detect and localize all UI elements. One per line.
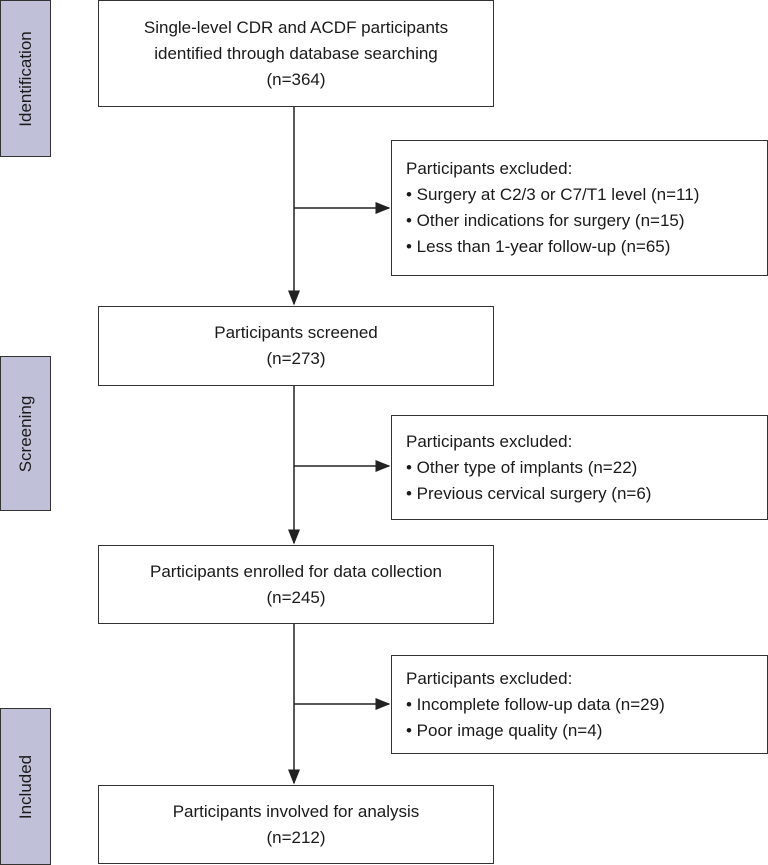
stage-screening: Screening <box>0 356 51 511</box>
stage-label: Identification <box>15 30 35 127</box>
screened-box: Participants screened (n=273) <box>98 306 494 386</box>
stage-label: Included <box>15 754 35 819</box>
box-line: identified through database searching <box>154 43 438 63</box>
exclusion-item: • Less than 1-year follow-up (n=65) <box>406 237 671 256</box>
exclusion-item: • Other indications for surgery (n=15) <box>406 211 685 230</box>
analysis-box: Participants involved for analysis (n=21… <box>98 785 494 864</box>
exclusion-box-3: Participants excluded: • Incomplete foll… <box>391 655 768 754</box>
exclusion-title: Participants excluded: <box>406 159 573 178</box>
exclusion-item: • Other type of implants (n=22) <box>406 457 638 477</box>
exclusion-title: Participants excluded: <box>406 431 573 451</box>
exclusion-item: • Previous cervical surgery (n=6) <box>406 483 652 503</box>
exclusion-item: • Poor image quality (n=4) <box>406 720 603 740</box>
exclusion-item: • Incomplete follow-up data (n=29) <box>406 694 665 714</box>
box-line: Participants involved for analysis <box>172 801 420 821</box>
stage-label: Screening <box>15 395 35 472</box>
box-count: (n=212) <box>266 827 326 847</box>
box-line: Participants screened <box>214 323 378 342</box>
exclusion-box-2: Participants excluded: • Other type of i… <box>391 415 768 520</box>
exclusion-item: • Surgery at C2/3 or C7/T1 level (n=11) <box>406 185 700 204</box>
exclusion-box-1: Participants excluded: • Surgery at C2/3… <box>391 140 768 276</box>
identified-box: Single-level CDR and ACDF participants i… <box>98 0 494 107</box>
box-count: (n=364) <box>266 69 326 89</box>
stage-included: Included <box>0 708 51 865</box>
box-count: (n=273) <box>266 349 326 368</box>
box-count: (n=245) <box>266 587 326 607</box>
exclusion-title: Participants excluded: <box>406 668 573 688</box>
box-line: Participants enrolled for data collectio… <box>150 561 442 581</box>
box-line: Single-level CDR and ACDF participants <box>143 17 449 37</box>
enrolled-box: Participants enrolled for data collectio… <box>98 545 494 624</box>
stage-identification: Identification <box>0 0 51 157</box>
